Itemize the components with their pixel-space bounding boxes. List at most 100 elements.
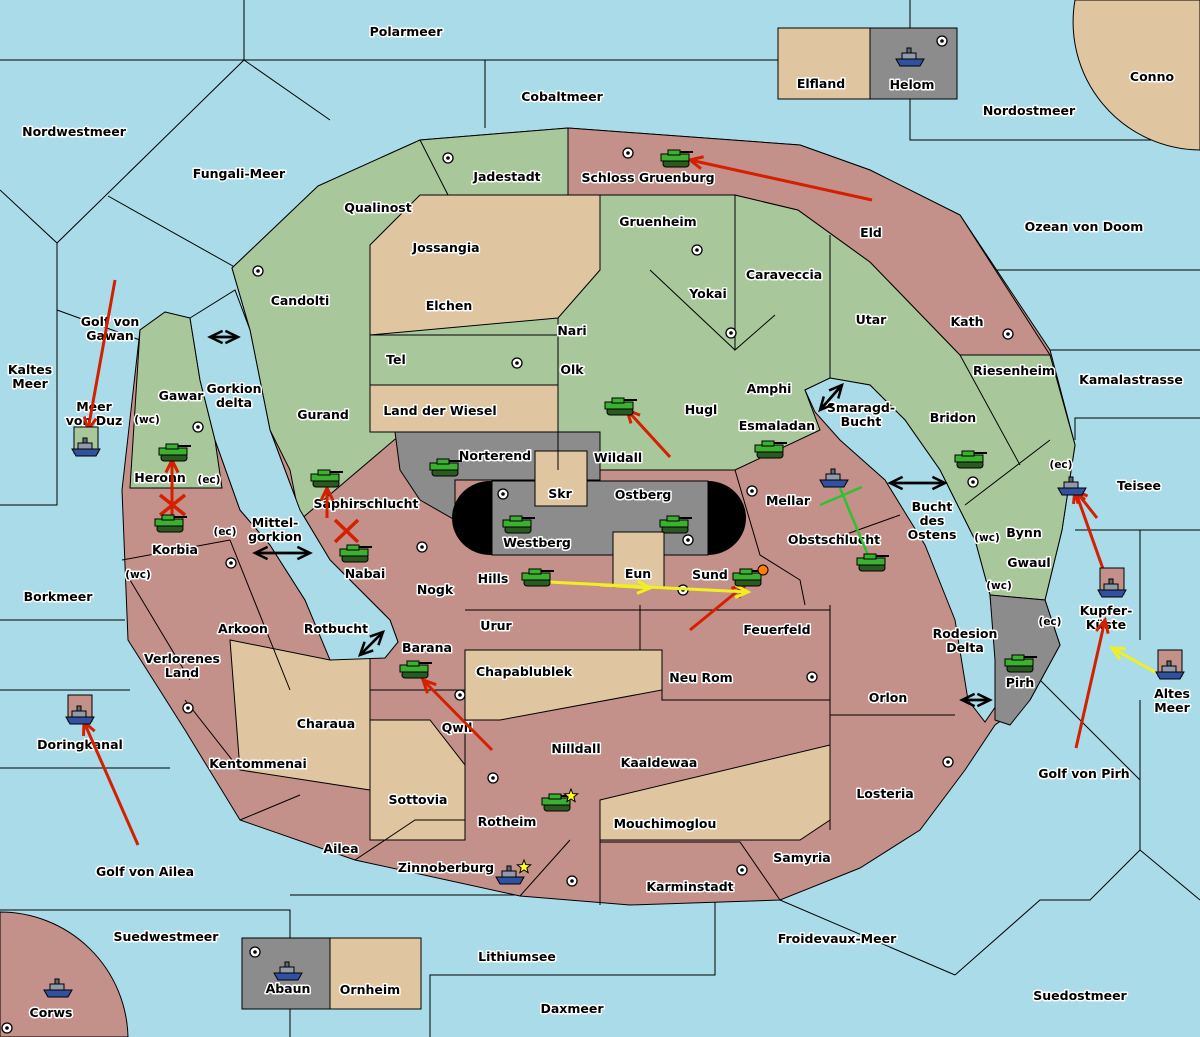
label-golf-von-pirh[interactable]: Golf von Pirh bbox=[1037, 765, 1131, 783]
label-riesenheim[interactable]: Riesenheim bbox=[972, 362, 1057, 380]
label-polarmeer[interactable]: Polarmeer bbox=[368, 23, 445, 41]
label-jadestadt[interactable]: Jadestadt bbox=[471, 168, 542, 186]
fleet-ship-icon[interactable] bbox=[65, 705, 95, 725]
label-utar[interactable]: Utar bbox=[854, 311, 889, 329]
label-pirh[interactable]: Pirh bbox=[1004, 674, 1036, 692]
army-tank-icon[interactable] bbox=[1004, 654, 1037, 673]
label-sottovia[interactable]: Sottovia bbox=[387, 791, 449, 809]
territory-ornheim[interactable] bbox=[329, 937, 422, 1010]
label-losteria[interactable]: Losteria bbox=[855, 785, 915, 803]
territory-corws[interactable] bbox=[0, 911, 129, 1037]
label-cobaltmeer[interactable]: Cobaltmeer bbox=[520, 88, 605, 106]
label-bridon[interactable]: Bridon bbox=[928, 409, 977, 427]
fleet-ship-icon[interactable] bbox=[895, 47, 925, 67]
label-eun[interactable]: Eun bbox=[623, 565, 652, 583]
label-abaun[interactable]: Abaun bbox=[264, 980, 312, 998]
army-tank-icon[interactable] bbox=[954, 450, 987, 469]
label-kath[interactable]: Kath bbox=[949, 313, 985, 331]
label-rotheim[interactable]: Rotheim bbox=[476, 813, 538, 831]
label-saphirschlucht[interactable]: Saphirschlucht bbox=[312, 495, 420, 513]
army-tank-icon[interactable] bbox=[541, 793, 574, 812]
fleet-ship-icon[interactable] bbox=[71, 437, 101, 457]
territory-skr[interactable] bbox=[534, 450, 588, 507]
label-gwaul[interactable]: Gwaul bbox=[1006, 554, 1052, 572]
label-hills[interactable]: Hills bbox=[476, 570, 510, 588]
army-tank-icon[interactable] bbox=[660, 149, 693, 168]
territory-conno[interactable] bbox=[1072, 0, 1200, 151]
label-jossangia[interactable]: Jossangia bbox=[410, 239, 481, 257]
army-tank-icon[interactable] bbox=[732, 568, 765, 587]
label-neu-rom[interactable]: Neu Rom bbox=[668, 669, 734, 687]
army-tank-icon[interactable] bbox=[754, 440, 787, 459]
fleet-ship-icon[interactable] bbox=[1057, 476, 1087, 496]
label-esmaladan[interactable]: Esmaladan bbox=[737, 417, 816, 435]
label-korbia[interactable]: Korbia bbox=[151, 541, 200, 559]
label-gurand[interactable]: Gurand bbox=[296, 406, 351, 424]
sea-west-channel[interactable] bbox=[189, 289, 399, 661]
fleet-ship-icon[interactable] bbox=[495, 865, 525, 885]
label-amphi[interactable]: Amphi bbox=[745, 380, 793, 398]
label-elfland[interactable]: Elfland bbox=[795, 75, 846, 93]
label-nogk[interactable]: Nogk bbox=[415, 581, 455, 599]
sea-smaragd-bucht[interactable] bbox=[804, 377, 1001, 723]
label-nilldall[interactable]: Nilldall bbox=[550, 740, 602, 758]
label-chapablublek[interactable]: Chapablublek bbox=[474, 663, 574, 681]
label-caraveccia[interactable]: Caraveccia bbox=[744, 266, 823, 284]
army-tank-icon[interactable] bbox=[604, 397, 637, 416]
army-tank-icon[interactable] bbox=[310, 469, 343, 488]
label-froidevaux-meer[interactable]: Froidevaux-Meer bbox=[776, 930, 898, 948]
label-rotbucht[interactable]: Rotbucht bbox=[302, 620, 369, 638]
label-hugl[interactable]: Hugl bbox=[683, 401, 719, 419]
label-daxmeer[interactable]: Daxmeer bbox=[539, 1000, 606, 1018]
label-ozean-von-doom[interactable]: Ozean von Doom bbox=[1023, 218, 1145, 236]
label-borkmeer[interactable]: Borkmeer bbox=[22, 588, 95, 606]
fleet-ship-icon[interactable] bbox=[273, 961, 303, 981]
label-ailea[interactable]: Ailea bbox=[322, 840, 360, 858]
label-urur[interactable]: Urur bbox=[479, 617, 514, 635]
label-smaragd-bucht[interactable]: Smaragd-Bucht bbox=[825, 399, 896, 431]
label-orlon[interactable]: Orlon bbox=[867, 689, 909, 707]
label-kamalastrasse[interactable]: Kamalastrasse bbox=[1078, 371, 1185, 389]
army-tank-icon[interactable] bbox=[399, 660, 432, 679]
label-barana[interactable]: Barana bbox=[401, 639, 454, 657]
label-gruenheim[interactable]: Gruenheim bbox=[618, 213, 698, 231]
army-tank-icon[interactable] bbox=[429, 458, 462, 477]
label-ornheim[interactable]: Ornheim bbox=[338, 981, 401, 999]
label-skr[interactable]: Skr bbox=[547, 485, 574, 503]
label-charaua[interactable]: Charaua bbox=[295, 715, 356, 733]
label-helom[interactable]: Helom bbox=[888, 76, 936, 94]
label-mittel-gorkion[interactable]: Mittel-gorkion bbox=[247, 514, 304, 546]
label-zinnoberburg[interactable]: Zinnoberburg bbox=[396, 859, 495, 877]
label-karminstadt[interactable]: Karminstadt bbox=[645, 878, 735, 896]
army-tank-icon[interactable] bbox=[154, 514, 187, 533]
territory-elfland[interactable] bbox=[777, 27, 871, 100]
label-eld[interactable]: Eld bbox=[859, 224, 884, 242]
label-elchen[interactable]: Elchen bbox=[424, 297, 474, 315]
label-kentommenai[interactable]: Kentommenai bbox=[208, 755, 309, 773]
label-fungali-meer[interactable]: Fungali-Meer bbox=[191, 165, 287, 183]
label-suedwestmeer[interactable]: Suedwestmeer bbox=[112, 928, 221, 946]
label-olk[interactable]: Olk bbox=[559, 361, 586, 379]
label-nabai[interactable]: Nabai bbox=[343, 565, 387, 583]
label-bynn[interactable]: Bynn bbox=[1005, 524, 1043, 542]
army-tank-icon[interactable] bbox=[521, 568, 554, 587]
fleet-ship-icon[interactable] bbox=[1097, 578, 1127, 598]
army-tank-icon[interactable] bbox=[158, 443, 191, 462]
label-teisee[interactable]: Teisee bbox=[1115, 477, 1162, 495]
label-nordostmeer[interactable]: Nordostmeer bbox=[981, 102, 1077, 120]
label-wildall[interactable]: Wildall bbox=[592, 449, 643, 467]
label-corws[interactable]: Corws bbox=[28, 1004, 74, 1022]
label-obstschlucht[interactable]: Obstschlucht bbox=[786, 531, 881, 549]
label-candolti[interactable]: Candolti bbox=[269, 292, 331, 310]
label-land-der-wiesel[interactable]: Land der Wiesel bbox=[382, 402, 498, 420]
label-golf-von-ailea[interactable]: Golf von Ailea bbox=[94, 863, 195, 881]
label-mouchimoglou[interactable]: Mouchimoglou bbox=[612, 815, 718, 833]
army-tank-icon[interactable] bbox=[339, 544, 372, 563]
label-yokai[interactable]: Yokai bbox=[687, 285, 729, 303]
label-mellar[interactable]: Mellar bbox=[764, 492, 812, 510]
